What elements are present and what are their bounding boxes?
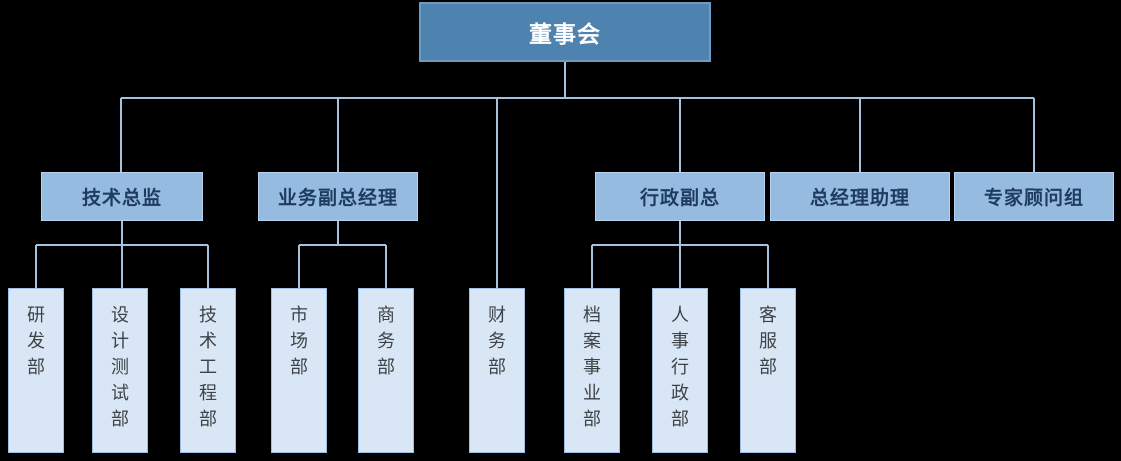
node-label: 财务部 bbox=[488, 305, 506, 378]
org-node-business-dept[interactable]: 商务部 bbox=[358, 288, 414, 453]
org-node-gm-assistant[interactable]: 总经理助理 bbox=[770, 172, 950, 221]
node-label: 技术工程部 bbox=[199, 305, 217, 430]
node-label: 研发部 bbox=[27, 305, 45, 378]
org-node-board-of-directors[interactable]: 董事会 bbox=[419, 2, 711, 62]
node-label: 档案事业部 bbox=[583, 305, 601, 430]
org-node-marketing-dept[interactable]: 市场部 bbox=[271, 288, 327, 453]
org-node-tech-engineering-dept[interactable]: 技术工程部 bbox=[180, 288, 236, 453]
node-label: 市场部 bbox=[290, 305, 308, 378]
node-label: 行政副总 bbox=[639, 187, 720, 209]
org-node-expert-advisory-group[interactable]: 专家顾问组 bbox=[954, 172, 1114, 221]
node-label: 业务副总经理 bbox=[277, 187, 398, 209]
org-node-business-deputy-gm[interactable]: 业务副总经理 bbox=[258, 172, 418, 221]
org-node-finance-dept[interactable]: 财务部 bbox=[469, 288, 525, 453]
org-node-design-test-dept[interactable]: 设计测试部 bbox=[92, 288, 148, 453]
org-node-rd-dept[interactable]: 研发部 bbox=[8, 288, 64, 453]
node-label: 人事行政部 bbox=[671, 305, 689, 430]
node-label: 技术总监 bbox=[81, 187, 162, 209]
org-node-hr-admin-dept[interactable]: 人事行政部 bbox=[652, 288, 708, 453]
org-node-archives-dept[interactable]: 档案事业部 bbox=[564, 288, 620, 453]
org-node-admin-deputy[interactable]: 行政副总 bbox=[595, 172, 765, 221]
node-label: 商务部 bbox=[377, 305, 395, 378]
node-label: 董事会 bbox=[529, 22, 601, 48]
node-label: 客服部 bbox=[759, 305, 777, 378]
org-node-tech-director[interactable]: 技术总监 bbox=[41, 172, 203, 221]
node-label: 总经理助理 bbox=[809, 187, 910, 209]
org-node-customer-service-dept[interactable]: 客服部 bbox=[740, 288, 796, 453]
node-label: 设计测试部 bbox=[111, 305, 129, 430]
node-label: 专家顾问组 bbox=[983, 187, 1084, 209]
